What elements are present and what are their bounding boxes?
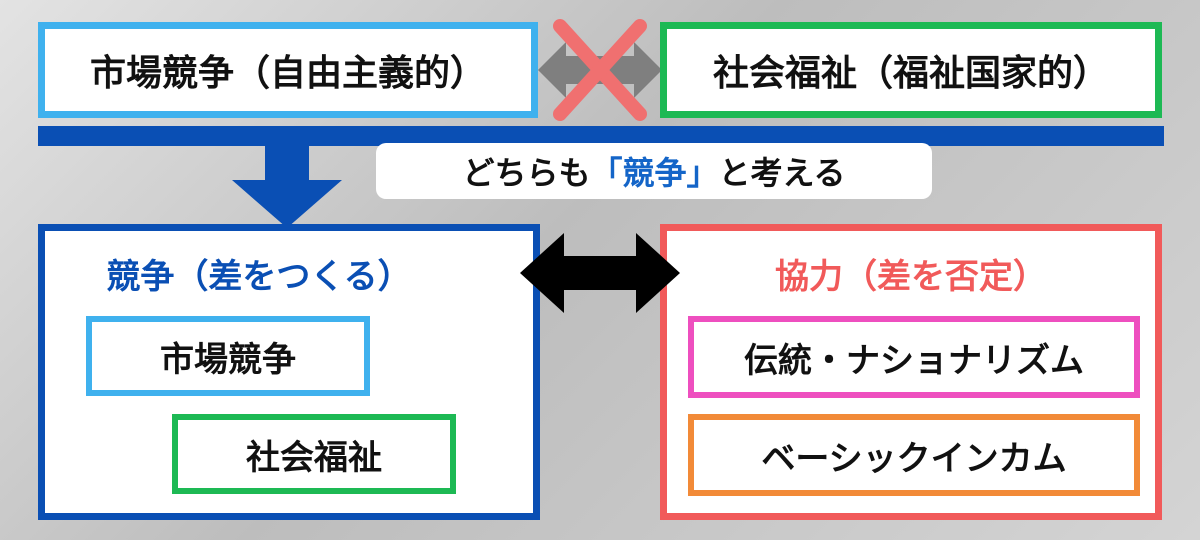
tradition-nationalism-label: 伝統・ナショナリズム bbox=[744, 340, 1084, 381]
market-competition-box: 市場競争 bbox=[86, 316, 370, 396]
tradition-nationalism-box: 伝統・ナショナリズム bbox=[688, 316, 1140, 398]
top-left-label: 市場競争（自由主義的） bbox=[89, 53, 486, 94]
down-arrow-icon bbox=[232, 146, 342, 228]
banner-suffix: と考える bbox=[718, 154, 846, 192]
market-competition-label: 市場競争 bbox=[160, 339, 296, 380]
divider-bar bbox=[38, 126, 1164, 146]
conclusion-banner: どちらも 「競争」 と考える bbox=[376, 143, 932, 199]
top-right-label: 社会福祉（福祉国家的） bbox=[712, 53, 1109, 94]
competition-panel-title: 競争（差をつくる） bbox=[106, 257, 412, 297]
top-left-box: 市場競争（自由主義的） bbox=[38, 22, 538, 118]
basic-income-label: ベーシックインカム bbox=[761, 438, 1067, 479]
banner-prefix: どちらも bbox=[462, 154, 591, 192]
banner-highlight: 「競争」 bbox=[590, 154, 719, 192]
top-right-box: 社会福祉（福祉国家的） bbox=[660, 22, 1162, 118]
social-welfare-box: 社会福祉 bbox=[172, 414, 456, 494]
cooperation-panel-title: 協力（差を否定） bbox=[775, 257, 1047, 297]
cross-mark-icon bbox=[538, 18, 662, 122]
double-arrow-icon bbox=[520, 228, 680, 318]
social-welfare-label: 社会福祉 bbox=[246, 437, 382, 478]
basic-income-box: ベーシックインカム bbox=[688, 414, 1140, 496]
